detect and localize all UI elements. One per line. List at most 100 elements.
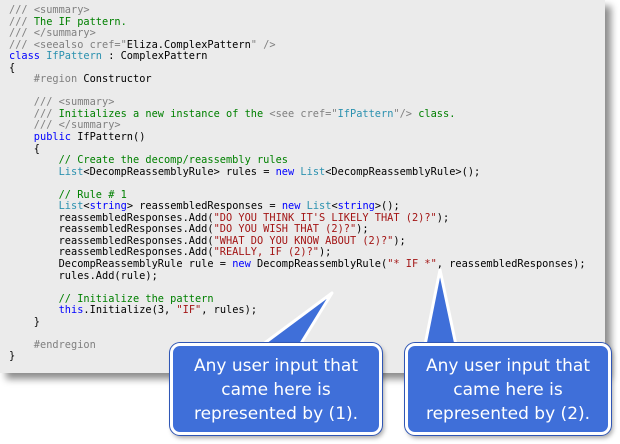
code-token: } [9, 350, 16, 363]
code-token: /// </summary> [9, 27, 96, 40]
code-token: < [83, 200, 90, 213]
code-token: /// [9, 107, 59, 120]
code-token: " /> [250, 38, 276, 51]
code-token: string [337, 200, 375, 213]
code-token: /// [9, 4, 34, 16]
code-token: < [331, 200, 338, 213]
callout-2: Any user input that came here is represe… [405, 343, 611, 435]
code-listing: /// <summary>/// The IF pattern./// </su… [9, 4, 586, 363]
code-editor-panel: /// <summary>/// The IF pattern./// </su… [0, 0, 605, 373]
code-line: public IfPattern() [9, 131, 586, 144]
code-token: new [281, 200, 307, 213]
callout-1: Any user input that came here is represe… [170, 343, 382, 435]
code-token: reassembledResponses.Add( [9, 211, 214, 224]
callout-2-pointer [423, 268, 458, 347]
code-token: /// </summary> [9, 119, 121, 132]
code-token: : ComplexPattern [102, 50, 208, 63]
code-token: >(); [374, 200, 400, 213]
code-line: reassembledResponses.Add("WHAT DO YOU KN… [9, 234, 586, 248]
code-token: /// [9, 15, 34, 28]
code-token: class [9, 50, 47, 63]
code-token: <DecompReassemblyRule>(); [325, 165, 481, 178]
code-token: /// <seealso cref=" [9, 38, 127, 51]
code-token: string [89, 200, 127, 213]
code-token: ); [436, 211, 450, 224]
code-token: , rules); [201, 304, 258, 317]
code-token: reassembledResponses.Add( [9, 246, 214, 259]
code-token: List [58, 200, 84, 213]
code-token: // Initialize the pattern [9, 292, 214, 305]
code-line: /// Initializes a new instance of the <s… [9, 107, 586, 121]
code-line: List<DecompReassemblyRule> rules = new L… [9, 165, 586, 179]
code-line: /// <summary> [9, 97, 586, 109]
code-token: , reassembledResponses); [436, 258, 586, 271]
code-line: class IfPattern : ComplexPattern [9, 50, 586, 63]
code-token: { [9, 142, 40, 155]
code-token: "DO YOU WISH THAT (2)?" [213, 223, 357, 236]
callout-1-line-2: came here is [221, 380, 331, 400]
code-token: ); [356, 223, 369, 236]
code-line: { [9, 142, 586, 156]
code-line: List<string> reassembledResponses = new … [9, 201, 586, 213]
code-line: { [9, 61, 586, 75]
code-line: // Rule # 1 [9, 188, 586, 202]
code-line: rules.Add(rule); [9, 270, 586, 283]
code-line: // Initialize the pattern [9, 292, 586, 306]
code-token: public [9, 131, 78, 144]
code-line: /// <summary> [9, 4, 586, 17]
code-line: reassembledResponses.Add("DO YOU THINK I… [9, 211, 586, 225]
code-token: DecompReassemblyRule( [257, 258, 388, 271]
code-token: Constructor [83, 73, 152, 86]
code-token: List [300, 165, 326, 178]
code-token: "DO YOU THINK IT'S LIKELY THAT (2)?" [213, 211, 437, 224]
code-token: <summary> [58, 96, 115, 109]
code-token: <DecompReassemblyRule> rules = [83, 165, 276, 178]
code-line: #region Constructor [9, 74, 586, 86]
code-token: IfPattern [46, 50, 102, 63]
code-token: ); [393, 234, 406, 247]
code-line: reassembledResponses.Add("REALLY, IF (2)… [9, 247, 586, 259]
callout-2-line-3: represented by (2). [425, 404, 591, 424]
code-token: IfPattern [337, 107, 394, 120]
code-token: /// [9, 96, 59, 109]
code-token: DecompReassemblyRule rule = [9, 258, 233, 271]
code-token: "REALLY, IF (2)?" [213, 246, 319, 259]
code-token: // Rule # 1 [9, 188, 127, 201]
callout-1-pointer [260, 291, 334, 347]
code-token: "/> [393, 107, 412, 120]
code-token: List [306, 200, 332, 213]
code-line: this.Initialize(3, "IF", rules); [9, 304, 586, 317]
code-line: DecompReassemblyRule rule = new DecompRe… [9, 258, 586, 271]
code-token: "WHAT DO YOU KNOW ABOUT (2)?" [213, 234, 394, 247]
code-token: new [275, 165, 301, 178]
code-token: .Initialize(3, [83, 304, 177, 317]
callout-1-line-3: represented by (1). [193, 404, 359, 424]
code-token: // Create the decomp/reassembly rules [9, 154, 288, 167]
code-token: this [58, 304, 84, 317]
code-line: /// <seealso cref="Eliza.ComplexPattern"… [9, 38, 586, 52]
code-token: Initializes a new instance of the [58, 107, 270, 120]
code-line: /// </summary> [9, 27, 586, 40]
callout-2-line-1: Any user input that [425, 356, 590, 376]
code-token: "* IF *" [387, 258, 437, 271]
code-line: } [9, 315, 586, 329]
code-token: <summary> [33, 4, 90, 16]
code-token: new [232, 258, 257, 271]
code-line: /// </summary> [9, 120, 586, 132]
code-token: class. [412, 107, 456, 120]
code-token: ); [318, 246, 332, 259]
code-token: } [9, 315, 40, 328]
code-token: { [9, 61, 16, 74]
code-token: The IF pattern. [33, 15, 127, 28]
code-line: } [9, 351, 586, 363]
code-line: // Create the decomp/reassembly rules [9, 154, 586, 167]
code-token: "IF" [176, 304, 202, 317]
code-token: reassembledResponses.Add( [9, 223, 214, 236]
code-token: List [58, 165, 84, 178]
callout-2-line-2: came here is [453, 380, 563, 400]
code-token: <see cref=" [269, 107, 338, 120]
code-line: /// The IF pattern. [9, 15, 586, 29]
code-token: > reassembledResponses = [126, 200, 282, 213]
code-token: Eliza.ComplexPattern [126, 38, 251, 51]
code-token: reassembledResponses.Add( [9, 234, 214, 247]
